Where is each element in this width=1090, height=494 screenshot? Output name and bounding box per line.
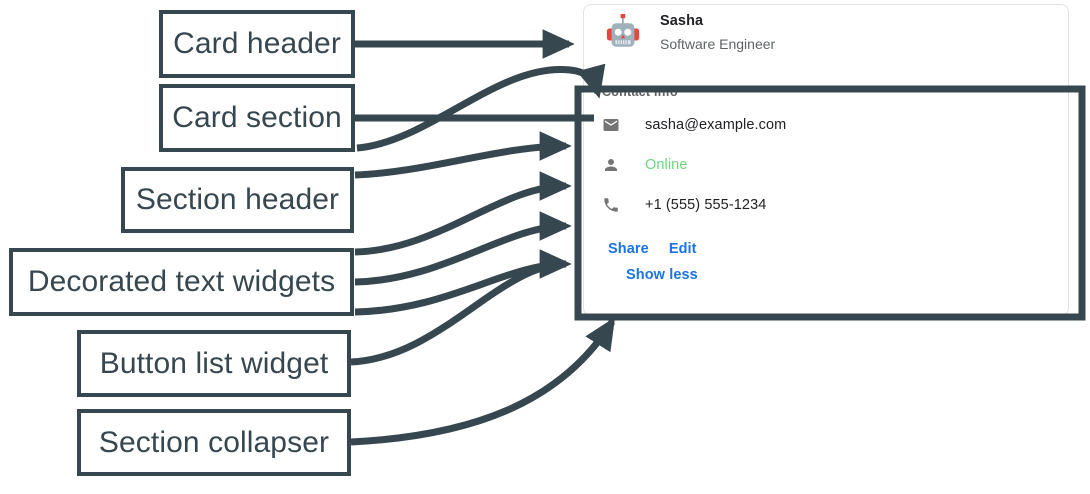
email-value: sasha@example.com <box>645 117 787 133</box>
section-collapser[interactable]: Show less <box>626 263 1068 283</box>
arrow-section-header <box>354 131 572 179</box>
arrow-button-list <box>350 260 567 366</box>
arrow-decorated-1 <box>354 171 572 256</box>
decorated-text-widget-status[interactable]: Online <box>602 145 1068 185</box>
annotation-card-section: Card section <box>159 84 355 152</box>
button-list-widget: Share Edit <box>598 225 1068 263</box>
edit-button[interactable]: Edit <box>659 237 707 261</box>
section-header: Contact Info <box>602 85 678 99</box>
card-title: Sasha <box>660 13 704 29</box>
card-subtitle: Software Engineer <box>660 36 776 53</box>
arrow-section-collapser <box>350 317 616 446</box>
decorated-text-widget-email[interactable]: sasha@example.com <box>602 105 1068 145</box>
email-icon <box>602 116 620 134</box>
arrow-card-section <box>356 63 606 152</box>
annotation-button-list: Button list widget <box>77 330 351 397</box>
card-header: Sasha Software Engineer <box>584 5 1068 63</box>
annotation-decorated-text: Decorated text widgets <box>9 248 354 316</box>
card-header-text: Sasha Software Engineer <box>660 11 775 55</box>
arrow-decorated-2 <box>354 211 572 286</box>
annotation-section-header: Section header <box>121 167 354 233</box>
status-value: Online <box>645 157 688 173</box>
phone-icon <box>602 196 620 214</box>
card: Sasha Software Engineer Contact Info sas… <box>583 4 1069 316</box>
phone-value: +1 (555) 555-1234 <box>645 197 767 213</box>
annotation-section-collapser: Section collapser <box>77 409 351 476</box>
arrow-decorated-3 <box>354 249 572 316</box>
decorated-text-widget-phone[interactable]: +1 (555) 555-1234 <box>602 185 1068 225</box>
person-icon <box>602 156 620 174</box>
share-button[interactable]: Share <box>598 237 659 261</box>
card-section: Contact Info sasha@example.com Online <box>584 63 1068 283</box>
annotation-card-header: Card header <box>159 10 355 78</box>
section-collapser-label[interactable]: Show less <box>626 267 698 283</box>
robot-avatar-icon <box>602 12 644 54</box>
